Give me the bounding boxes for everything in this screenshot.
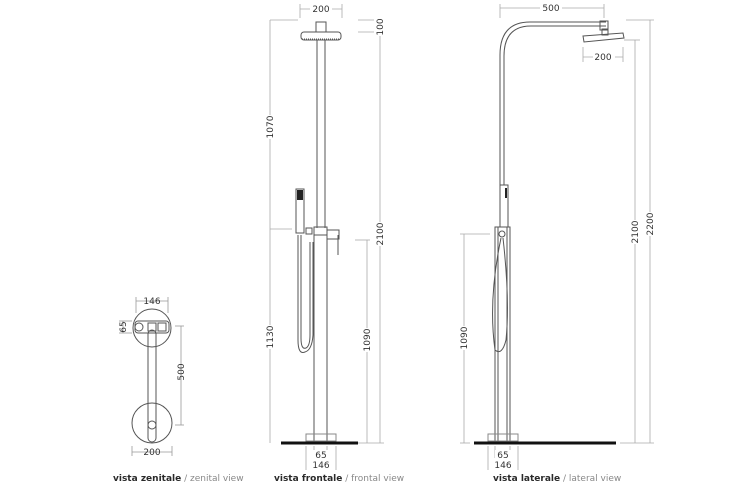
caption-it: vista zenitale <box>113 474 182 484</box>
caption-en: frontal view <box>351 474 405 484</box>
dim-200: 200 <box>312 5 329 15</box>
column-top <box>147 329 157 443</box>
dim-500: 500 <box>177 363 187 380</box>
caption-sep: / <box>181 474 190 484</box>
arm-outer <box>499 21 606 185</box>
frontal-view <box>281 21 358 445</box>
caption-sep: / <box>342 474 352 484</box>
hose <box>297 235 314 353</box>
dim-65: 65 <box>315 451 326 461</box>
dim-200: 200 <box>143 448 160 458</box>
dim-2200: 2200 <box>646 212 656 235</box>
caption-it: vista laterale <box>493 474 561 484</box>
mixer-lever <box>326 229 340 240</box>
caption-it: vista frontale <box>274 474 343 484</box>
lateral-view <box>474 20 625 445</box>
dim-100: 100 <box>376 18 386 35</box>
dim-65: 65 <box>119 321 129 332</box>
mixer-plate <box>132 308 172 348</box>
caption-frontal: vista frontale / frontal view <box>274 474 404 484</box>
lateral-dimensions <box>460 4 654 470</box>
dim-146: 146 <box>312 461 329 471</box>
dim-1090: 1090 <box>363 328 373 351</box>
dim-65: 65 <box>497 451 508 461</box>
dim-146: 146 <box>143 297 160 307</box>
caption-en: lateral view <box>568 474 622 484</box>
head-connector <box>315 21 327 33</box>
zenital-view <box>131 308 173 444</box>
dim-500: 500 <box>542 4 559 14</box>
shower-head <box>300 31 342 41</box>
dim-2100: 2100 <box>631 220 641 243</box>
dim-1130: 1130 <box>266 325 276 348</box>
caption-en: zenital view <box>189 474 244 484</box>
hand-shower <box>295 188 305 234</box>
dim-146: 146 <box>494 461 511 471</box>
hose <box>492 237 508 353</box>
dim-1070: 1070 <box>266 115 276 138</box>
dim-200: 200 <box>594 53 611 63</box>
zenital-dimensions <box>119 297 184 456</box>
caption-lateral: vista laterale / lateral view <box>493 474 621 484</box>
caption-zenital: vista zenitale / zenital view <box>113 474 244 484</box>
shower-head <box>582 32 625 43</box>
dim-1090: 1090 <box>460 326 470 349</box>
dim-2100: 2100 <box>376 222 386 245</box>
base-plate <box>131 402 173 444</box>
caption-sep: / <box>560 474 569 484</box>
